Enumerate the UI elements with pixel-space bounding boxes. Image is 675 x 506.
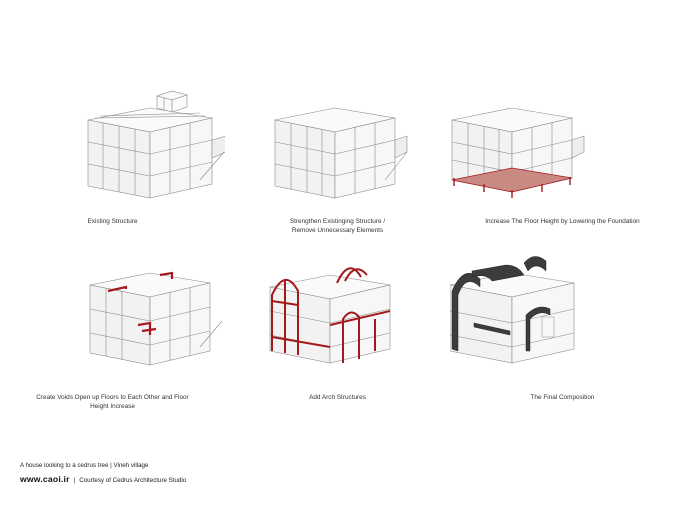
diagram-panel-arch-structures: Add Arch Structures [225,255,450,405]
caption-lower-foundation: Increase The Floor Height by Lowering th… [485,218,640,225]
caption-strengthen-structure: Strengthen Existinging Structure / Remov… [289,218,386,234]
site-link[interactable]: www.caoi.ir [20,474,70,484]
caption-create-voids: Create Voids Open up Floors to Each Othe… [36,394,189,410]
diagram-panel-existing-structure: Existing Structure [0,80,225,230]
credit-separator: | [73,477,76,484]
diagram-panel-strengthen-structure: Strengthen Existinging Structure / Remov… [225,80,450,234]
caption-arch-structures: Add Arch Structures [309,394,366,401]
credit-line: www.caoi.ir | Courtesy of Cedrus Archite… [20,474,186,484]
diagram-panel-final-composition: The Final Composition [450,255,675,405]
building-drawing-existing [87,90,225,199]
diagram-panel-create-voids: Create Voids Open up Floors to Each Othe… [0,255,225,410]
caption-final-composition: The Final Composition [530,394,595,401]
lowered-slab-highlight [451,167,573,193]
building-drawing-arches [269,267,391,364]
diagram-panel-lower-foundation: Increase The Floor Height by Lowering th… [450,80,675,230]
project-description: A house looking to a cedrus tree | Vineh… [20,462,149,469]
building-drawing-lowered-foundation [451,107,585,198]
caption-existing-structure: Existing Structure [87,218,138,225]
building-drawing-strengthened [274,107,408,199]
building-drawing-final [450,256,575,364]
credit-text: Courtesy of Cedrus Architecture Studio [79,477,187,484]
building-drawing-voids [89,271,223,366]
